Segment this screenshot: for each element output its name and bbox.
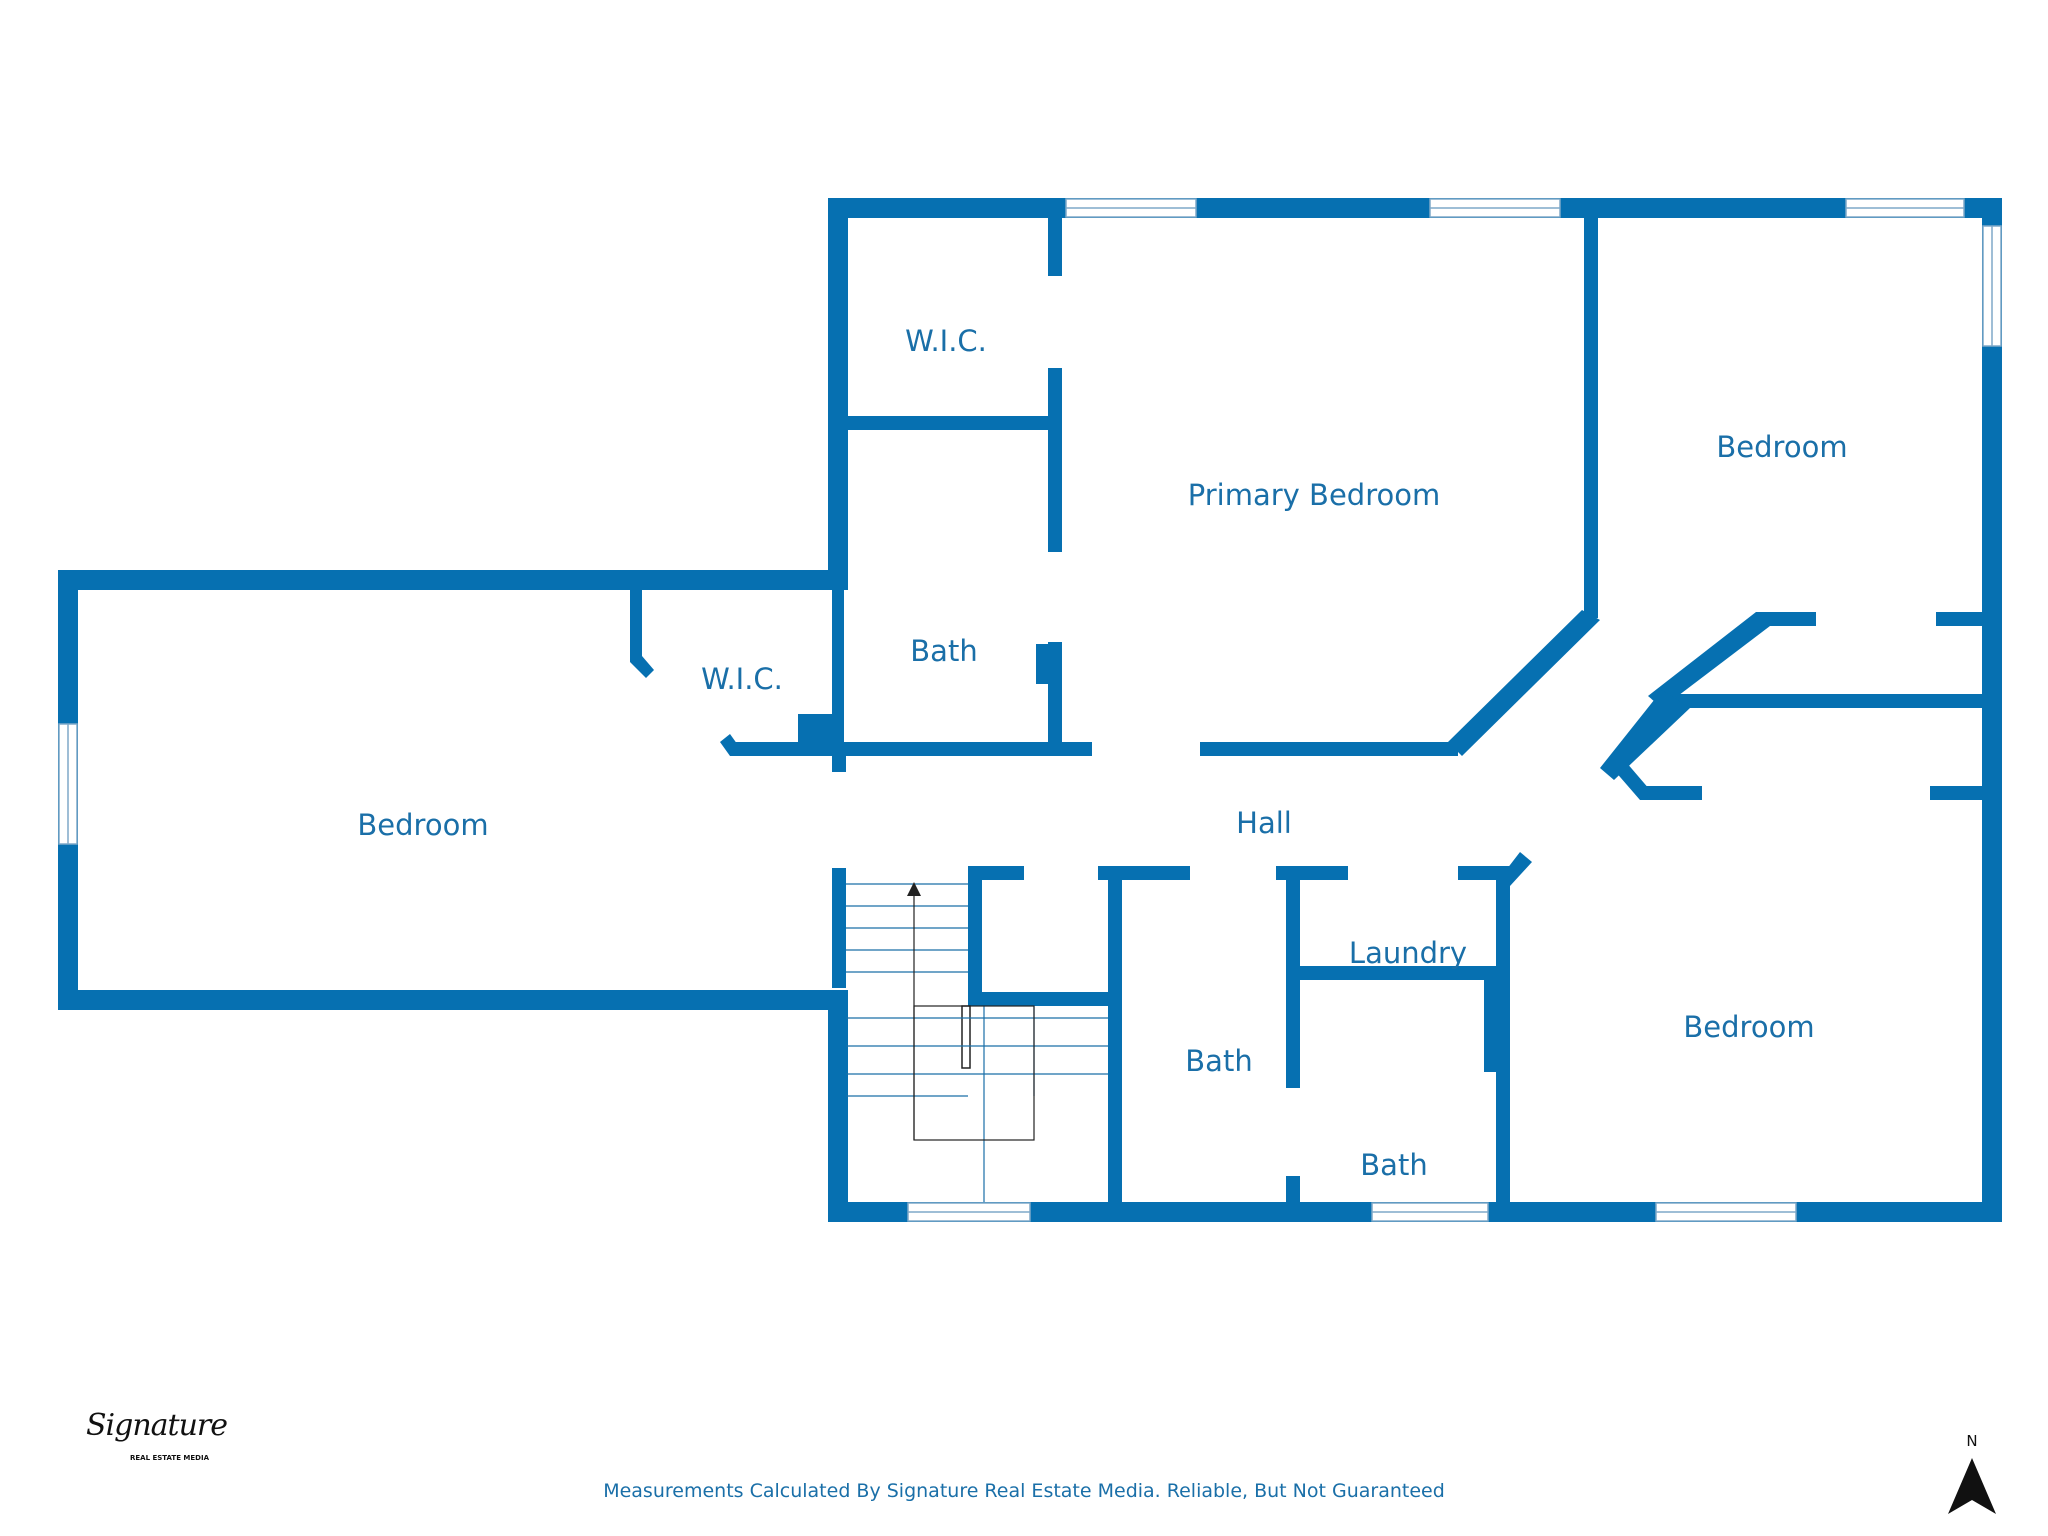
wall bbox=[1936, 612, 1986, 626]
wall bbox=[832, 586, 844, 756]
stair-arrow bbox=[907, 882, 921, 896]
measurement-disclaimer: Measurements Calculated By Signature Rea… bbox=[603, 1480, 1445, 1502]
room-label-hall: Hall bbox=[1236, 806, 1292, 840]
wall bbox=[1756, 612, 1816, 626]
room-labels: W.I.C. Primary Bedroom Bedroom Bath W.I.… bbox=[357, 324, 1847, 1182]
brand-logo: Signature REAL ESTATE MEDIA bbox=[72, 1402, 228, 1472]
wall bbox=[1286, 966, 1498, 980]
north-arrow-icon bbox=[1948, 1458, 1996, 1514]
wall bbox=[798, 714, 834, 756]
wall bbox=[1048, 642, 1062, 746]
room-label-primary-bedroom: Primary Bedroom bbox=[1188, 478, 1440, 512]
logo-script-text: Signature bbox=[86, 1408, 228, 1443]
wall bbox=[832, 742, 846, 772]
wall bbox=[844, 416, 1056, 430]
room-label-wic-top: W.I.C. bbox=[905, 324, 987, 358]
logo-sub-text: REAL ESTATE MEDIA bbox=[130, 1454, 209, 1462]
wall bbox=[1640, 786, 1702, 800]
room-label-bedroom-west: Bedroom bbox=[357, 808, 488, 842]
room-label-bath-center: Bath bbox=[1185, 1044, 1252, 1078]
wall bbox=[828, 198, 848, 578]
wall bbox=[968, 992, 1122, 1006]
wall bbox=[970, 866, 1024, 880]
wall bbox=[630, 586, 642, 658]
wall bbox=[828, 198, 2002, 218]
room-label-bath-small: Bath bbox=[1360, 1148, 1427, 1182]
wall bbox=[58, 570, 848, 590]
north-arrow: N bbox=[1944, 1432, 2000, 1522]
wall bbox=[630, 650, 654, 678]
wall bbox=[832, 868, 846, 988]
wall bbox=[1584, 214, 1598, 618]
wall bbox=[1108, 866, 1122, 1212]
wall bbox=[968, 866, 982, 1002]
wall bbox=[1200, 742, 1458, 756]
wall bbox=[1048, 214, 1062, 276]
wall bbox=[1448, 610, 1600, 756]
wall bbox=[1048, 368, 1062, 552]
wall bbox=[1036, 644, 1050, 684]
wall bbox=[844, 742, 1092, 756]
room-label-wic-left: W.I.C. bbox=[701, 662, 783, 696]
windows bbox=[58, 198, 2002, 1222]
walls bbox=[58, 198, 2002, 1222]
wall bbox=[1286, 1176, 1300, 1216]
wall bbox=[1484, 966, 1498, 1072]
room-label-bedroom-ne: Bedroom bbox=[1716, 430, 1847, 464]
wall bbox=[1930, 786, 1986, 800]
north-label: N bbox=[1966, 1432, 1978, 1450]
room-label-bedroom-se: Bedroom bbox=[1683, 1010, 1814, 1044]
wall bbox=[1672, 694, 1988, 708]
wall bbox=[1648, 612, 1770, 708]
wall bbox=[961, 1005, 971, 1069]
wall bbox=[1600, 690, 1690, 780]
wall bbox=[828, 1004, 848, 1222]
wall bbox=[1982, 198, 2002, 1222]
wall bbox=[58, 990, 848, 1010]
room-label-laundry: Laundry bbox=[1349, 936, 1467, 970]
wall bbox=[1496, 866, 1510, 1216]
stairs bbox=[846, 882, 1108, 1202]
room-label-bath-primary: Bath bbox=[910, 634, 977, 668]
